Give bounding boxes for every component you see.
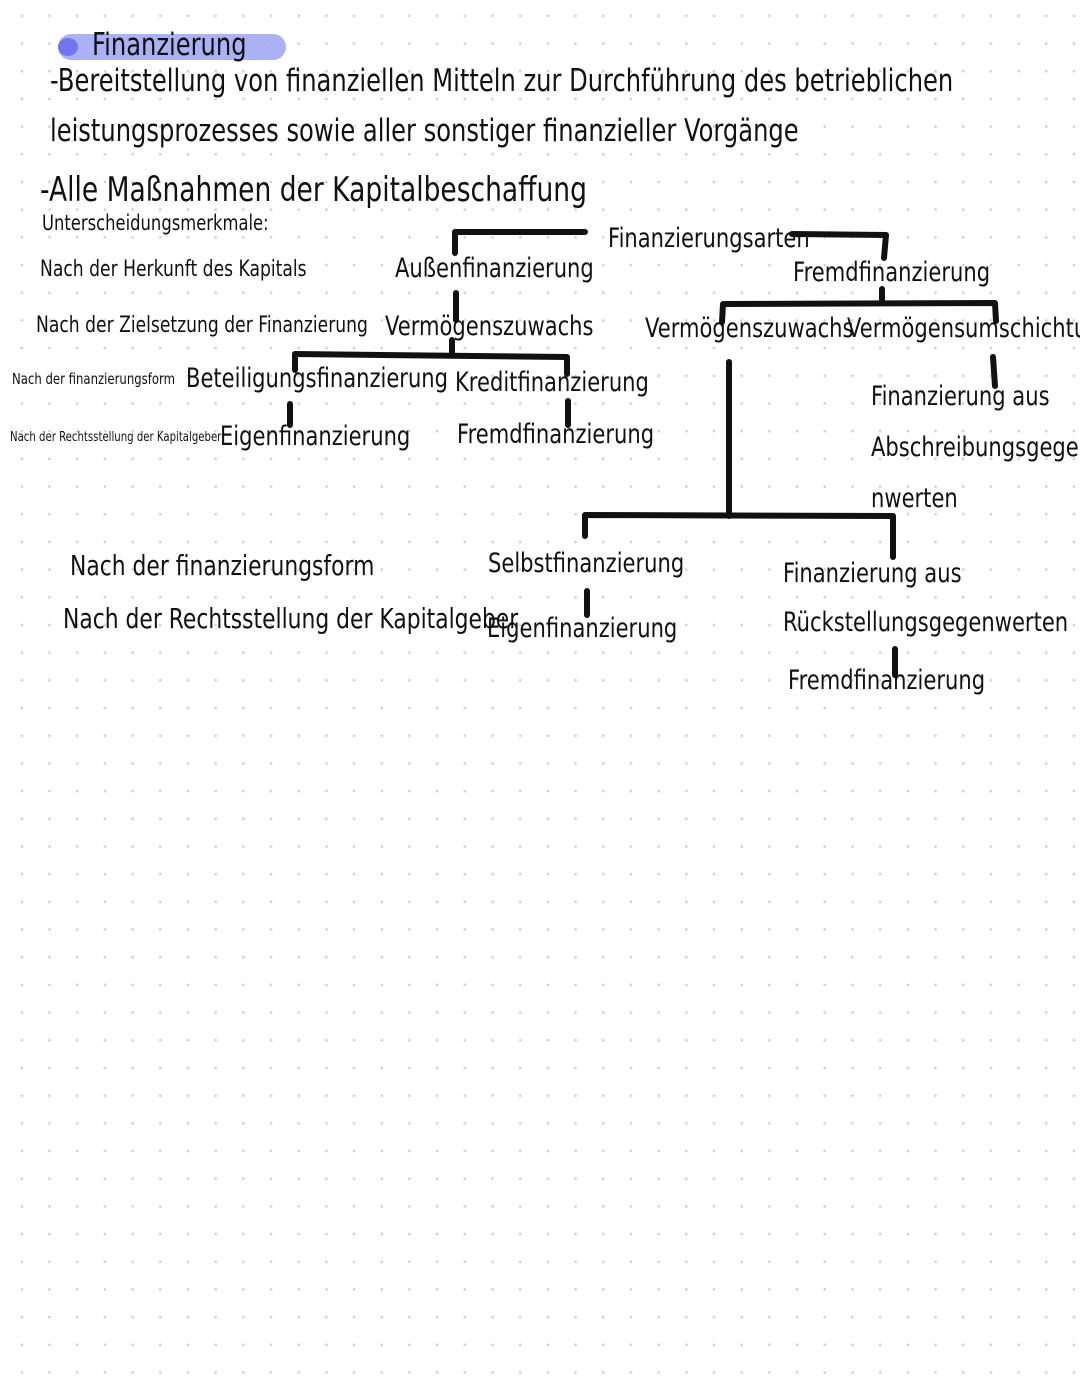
connector: [582, 512, 896, 560]
criterion-form: Nach der finanzierungsform: [12, 370, 176, 388]
criteria-heading: Unterscheidungsmerkmale:: [42, 211, 269, 235]
node-aussenfinanzierung: Außenfinanzierung: [395, 253, 594, 284]
criterion-zielsetzung: Nach der Zielsetzung der Finanzierung: [36, 313, 368, 338]
bullet-icon: [58, 38, 78, 56]
node-vermoegenszuwachs-left: Vermögenszuwachs: [385, 311, 594, 342]
diagram-root: Finanzierungsarten: [608, 223, 810, 254]
node-rueckstellung-2: Rückstellungsgegenwerten: [783, 607, 1069, 638]
node-vermoegensumschichtung: Vermögensumschichtung: [847, 313, 1080, 344]
definition-line-2: leistungsprozesses sowie aller sonstiger…: [50, 113, 799, 149]
node-fremdfinanzierung-left: Fremdfinanzierung: [457, 419, 655, 450]
node-eigenfinanzierung-left: Eigenfinanzierung: [220, 421, 411, 452]
node-kreditfinanzierung: Kreditfinanzierung: [455, 367, 649, 398]
node-abschreibung-3: nwerten: [871, 483, 958, 514]
node-beteiligungsfinanzierung: Beteiligungsfinanzierung: [186, 363, 449, 394]
node-abschreibung-2: Abschreibungsgege: [871, 432, 1079, 463]
connector: [789, 231, 889, 261]
node-rueckstellung-1: Finanzierung aus: [783, 558, 962, 589]
page-title: Finanzierung: [92, 27, 247, 63]
lower-criterion-form: Nach der finanzierungsform: [70, 549, 375, 582]
lower-criterion-rechtsstellung: Nach der Rechtsstellung der Kapitalgeber: [63, 602, 519, 635]
node-selbstfinanzierung: Selbstfinanzierung: [488, 548, 685, 579]
node-abschreibung-1: Finanzierung aus: [871, 381, 1050, 412]
connector: [292, 351, 570, 377]
criterion-rechtsstellung: Nach der Rechtsstellung der Kapitalgeber: [10, 430, 222, 445]
node-fremdfinanzierung: Fremdfinanzierung: [793, 257, 991, 288]
definition-line-3: -Alle Maßnahmen der Kapitalbeschaffung: [40, 170, 587, 210]
node-fremdfinanzierung-right: Fremdfinanzierung: [788, 665, 986, 696]
connector: [990, 354, 998, 389]
node-eigenfinanzierung-right: Eigenfinanzierung: [487, 613, 678, 644]
criterion-herkunft: Nach der Herkunft des Kapitals: [40, 257, 307, 282]
definition-line-1: -Bereitstellung von finanziellen Mitteln…: [50, 63, 954, 99]
node-vermoegenszuwachs-right: Vermögenszuwachs: [645, 313, 854, 344]
connector: [719, 300, 999, 325]
title-highlight: [58, 34, 286, 60]
connector: [452, 229, 588, 256]
